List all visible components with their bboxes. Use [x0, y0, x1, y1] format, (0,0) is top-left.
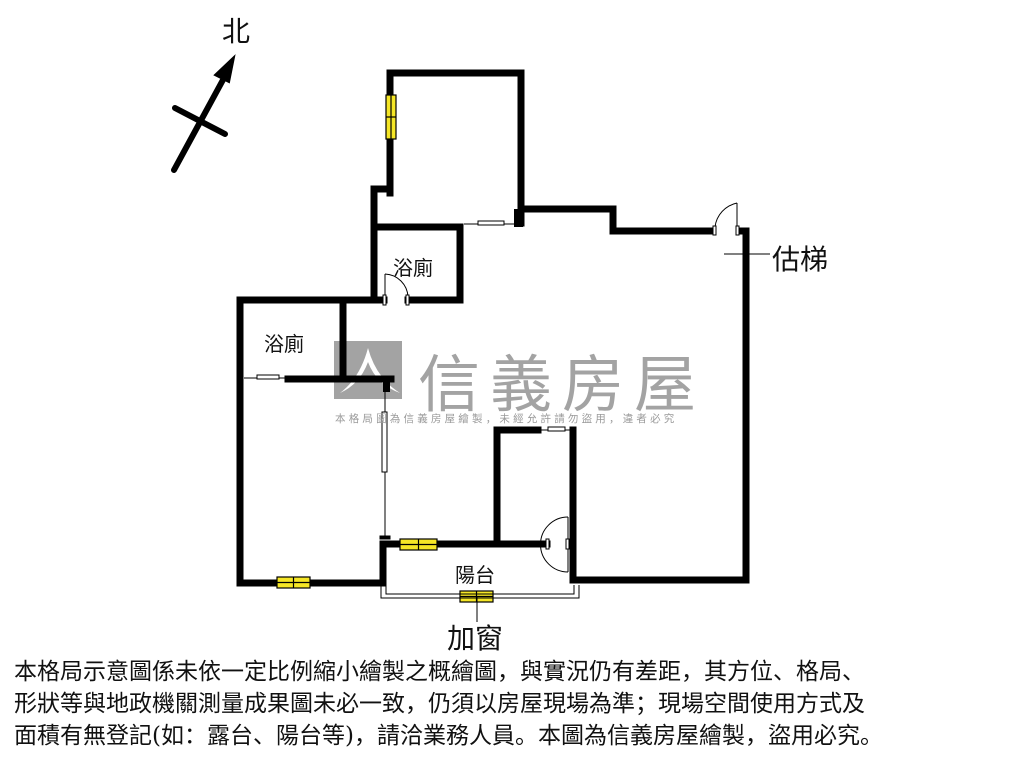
wall-stubs: [383, 209, 523, 392]
north-label: 北: [222, 15, 251, 48]
window-balcony-inner: [399, 538, 438, 551]
walls: [236, 69, 750, 587]
disclaimer-line: 本格局示意圖係未依一定比例縮小繪製之概繪圖，與實況仍有差距，其方位、格局、: [14, 659, 865, 685]
disclaimer: 本格局示意圖係未依一定比例縮小繪製之概繪圖，與實況仍有差距，其方位、格局、 形狀…: [14, 656, 1014, 752]
leader-lines: [476, 253, 770, 622]
room-label-balcony: 陽台: [455, 563, 495, 587]
sliding-doors: [244, 220, 573, 540]
balcony-railing: [380, 585, 580, 599]
swing-doors: [382, 202, 740, 573]
watermark-brand: 信義房屋: [418, 348, 707, 421]
added-window-label: 加窗: [447, 622, 504, 655]
elevator-label: 估梯: [772, 243, 829, 276]
room-label-bathroom-left: 浴廁: [264, 332, 304, 356]
watermark-notice: 本格局圖為信義房屋繪製，未經允許請勿盜用，違者必究: [335, 413, 678, 425]
window-left-room: [276, 576, 311, 589]
north-arrow-icon: [171, 54, 236, 173]
window-top-room: [385, 94, 397, 140]
room-label-bathroom-upper: 浴廁: [393, 256, 433, 280]
disclaimer-line: 面積有無登記(如：露台、陽台等)，請洽業務人員。本圖為信義房屋繪製，盜用必究。: [14, 723, 883, 749]
disclaimer-line: 形狀等與地政機關測量成果圖未必一致，仍須以房屋現場為準；現場空間使用方式及: [14, 691, 865, 717]
